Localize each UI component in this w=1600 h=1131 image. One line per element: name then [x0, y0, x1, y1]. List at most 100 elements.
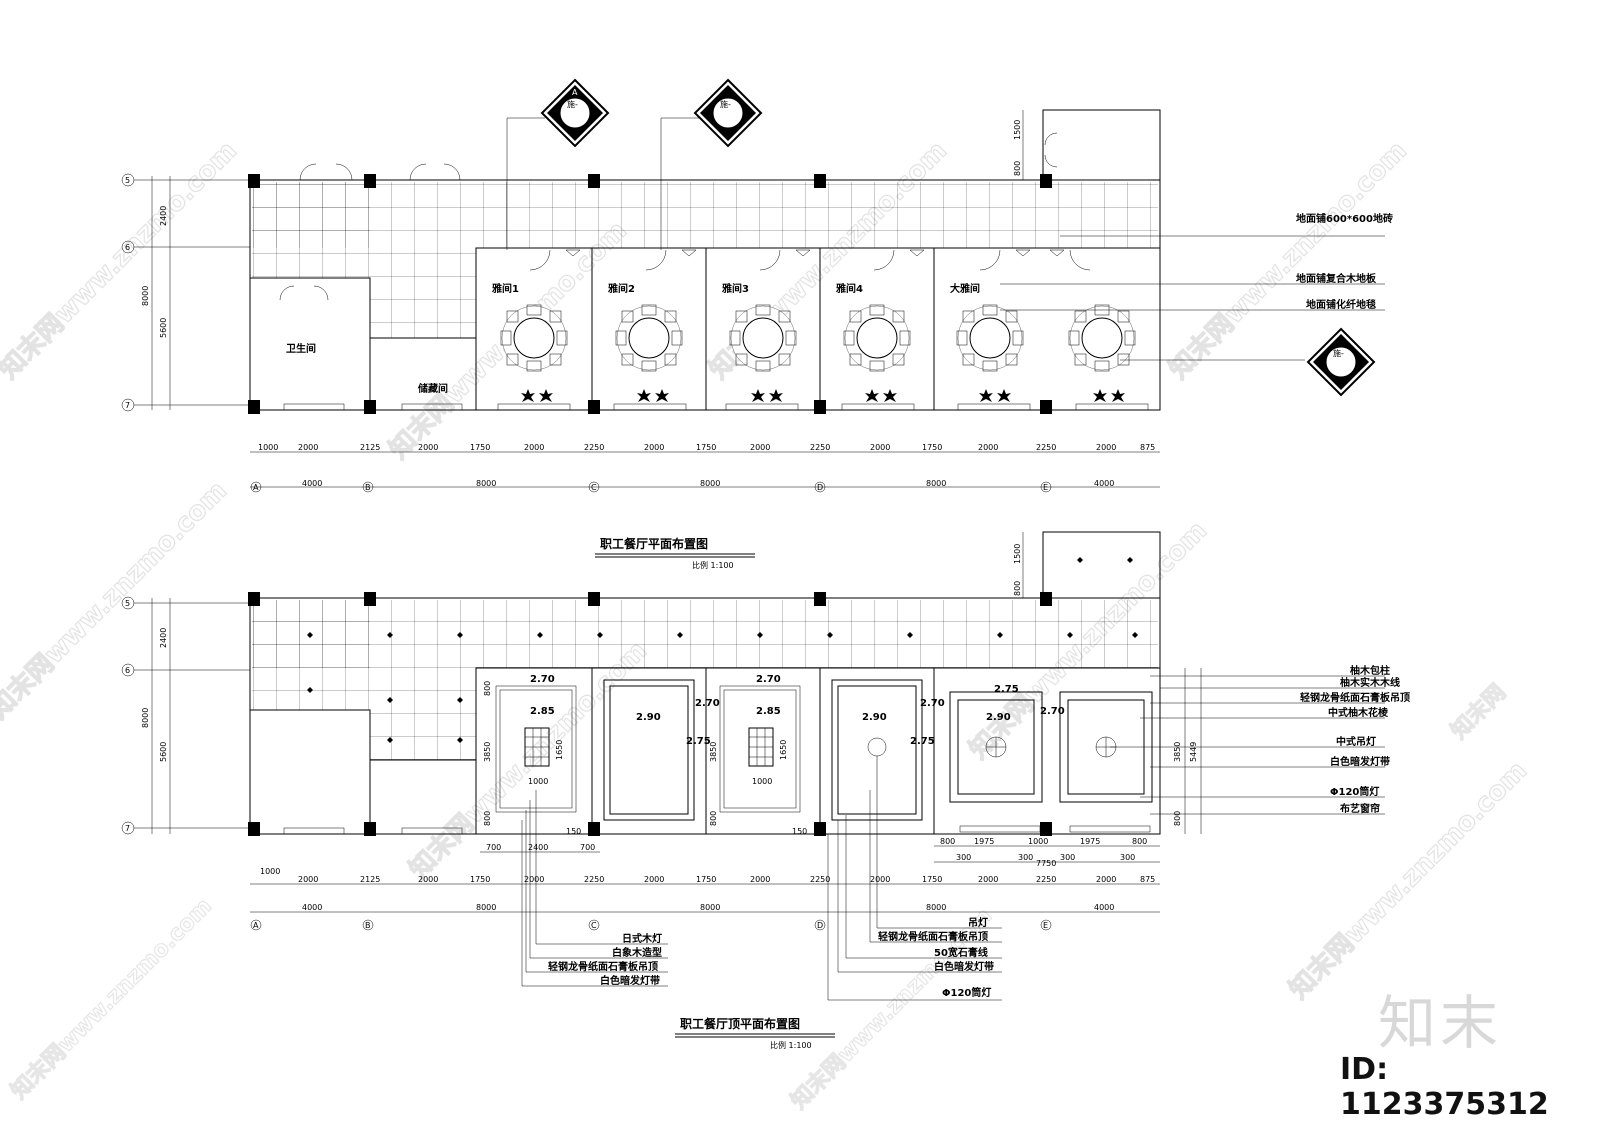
under-dim-right-1: 1975: [974, 837, 994, 846]
image-id-label: ID: 1123375312: [1340, 1052, 1549, 1122]
ceiling-height-10: 2.75: [910, 736, 935, 747]
dim-b-r2-1: 8000: [476, 903, 496, 912]
axis-col-d-b: D: [817, 921, 823, 930]
ceiling-height-9: 2.75: [686, 736, 711, 747]
dim-annex-1500-b: 1500: [1013, 544, 1022, 564]
callout-led-strip-2: 白色暗发灯带: [600, 974, 660, 987]
dim-left-2400: 2400: [159, 206, 168, 226]
plan-top-title: 职工餐厅平面布置图: [600, 536, 708, 551]
plan-bottom-title: 职工餐厅顶平面布置图: [680, 1016, 800, 1031]
ceiling-height-12: 2.90: [986, 712, 1011, 723]
dim-b-r1-13: 2000: [978, 875, 998, 884]
axis-col-e: E: [1043, 483, 1048, 492]
dim-r1-4: 1750: [470, 443, 490, 452]
axis-row-6-b: 6: [125, 666, 130, 675]
ceiling-height-4: 2.70: [695, 698, 720, 709]
svg-text:知末网www.znzmo.com: 知末网www.znzmo.com: [1164, 136, 1413, 385]
plan-bottom-scale: 比例 1:100: [770, 1040, 812, 1050]
callout-teak-molding: 柚木实木木线: [1340, 676, 1400, 689]
inner-dim-13: 800: [1173, 811, 1182, 826]
inner-dim-0: 800: [483, 681, 492, 696]
inner-dim-6: 3850: [709, 742, 718, 762]
dim-b-r1-4: 1750: [470, 875, 490, 884]
axis-row-5-b: 5: [125, 599, 130, 608]
room-label-yajian3: 雅间3: [722, 282, 749, 295]
dim-r1-3: 2000: [418, 443, 438, 452]
under-dim-right-5: 300: [956, 853, 971, 862]
callout-chinese-lattice: 中式柚木花棱: [1328, 706, 1389, 719]
axis-col-d: D: [817, 483, 823, 492]
ceiling-height-13: 2.70: [1040, 706, 1065, 717]
inner-dim-1: 3850: [483, 742, 492, 762]
callout-wood-shape: 白象木造型: [612, 946, 662, 959]
dim-b-r2-2: 8000: [700, 903, 720, 912]
plan-top-scale: 比例 1:100: [692, 560, 734, 570]
axis-row-7: 7: [125, 401, 130, 410]
dim-b-r1-8: 1750: [696, 875, 716, 884]
dim-b-r1-15: 2000: [1096, 875, 1116, 884]
dim-b-r2-3: 8000: [926, 903, 946, 912]
dim-b-r2-4: 4000: [1094, 903, 1114, 912]
dim-r1-7: 2000: [644, 443, 664, 452]
ceiling-height-7: 2.90: [862, 712, 887, 723]
dim-b-r1-6: 2250: [584, 875, 604, 884]
dim-r1-16: 875: [1140, 443, 1155, 452]
callout-japanese-lamp: 日式木灯: [622, 932, 662, 945]
under-dim-right-4: 800: [1132, 837, 1147, 846]
room-label-storage: 储藏间: [417, 382, 448, 395]
callout-teak-column: 柚木包柱: [1350, 664, 1390, 677]
callout-gypsum-ceiling-2: 轻钢龙骨纸面石膏板吊顶: [548, 960, 658, 973]
index-symbol-3: 施-: [1306, 327, 1376, 397]
callout-curtain: 布艺窗帘: [1340, 802, 1380, 815]
dim-r1-2: 2125: [360, 443, 380, 452]
dim-b-r1-16: 875: [1140, 875, 1155, 884]
inner-dim-5: 150: [566, 827, 581, 836]
dim-b-r1-1: 2000: [298, 875, 318, 884]
symbol-center-text: 施-: [567, 99, 578, 109]
axis-row-5: 5: [125, 176, 130, 185]
ceiling-height-1: 2.70: [530, 674, 555, 685]
room-label-dayajian: 大雅间: [950, 282, 980, 295]
dim-r1-9: 2000: [750, 443, 770, 452]
dim-left-8000-b: 8000: [141, 708, 150, 728]
dim-b-r2-0: 4000: [302, 903, 322, 912]
inner-dim-3: 1000: [528, 777, 548, 786]
watermark-logo: 知末: [1378, 989, 1503, 1057]
dim-b-r1-7: 2000: [644, 875, 664, 884]
dim-left-5600: 5600: [159, 318, 168, 338]
svg-text:知末网www.znzmo.com: 知末网www.znzmo.com: [0, 476, 233, 725]
inner-dim-7: 1650: [779, 740, 788, 760]
inner-dim-4: 800: [483, 811, 492, 826]
dim-r2-3: 8000: [926, 479, 946, 488]
axis-col-a-b: A: [253, 921, 259, 930]
ceiling-height-3: 2.90: [636, 712, 661, 723]
room-label-toilet: 卫生间: [286, 342, 316, 355]
index-symbol-1: A 施-: [540, 78, 610, 148]
index-symbol-2: 施-: [693, 78, 763, 148]
under-dim-left-2: 700: [580, 843, 595, 852]
dim-r1-1: 2000: [298, 443, 318, 452]
axis-row-7-b: 7: [125, 824, 130, 833]
under-dim-right-8: 300: [1060, 853, 1075, 862]
dim-b-r1-12: 1750: [922, 875, 942, 884]
dim-r1-12: 1750: [922, 443, 942, 452]
callout-led-strip: 白色暗发灯带: [1330, 755, 1390, 768]
symbol-letter-a: A: [572, 88, 578, 97]
dim-annex-800-b: 800: [1013, 581, 1022, 596]
dim-left-5600-b: 5600: [159, 742, 168, 762]
callout-led-strip-3: 白色暗发灯带: [934, 960, 994, 973]
svg-text:知末网www.znzmo.com: 知末网www.znzmo.com: [0, 136, 243, 385]
ceiling-height-8: 2.70: [920, 698, 945, 709]
callout-downlight: Φ120筒灯: [1330, 785, 1379, 798]
callout-chinese-chandelier: 中式吊灯: [1336, 735, 1376, 748]
dim-r2-2: 8000: [700, 479, 720, 488]
callout-gypsum-ceiling: 轻钢龙骨纸面石膏板吊顶: [1300, 691, 1410, 704]
dim-b-r1-11: 2000: [870, 875, 890, 884]
room-label-yajian4: 雅间4: [836, 282, 863, 295]
under-dim-left-0: 700: [486, 843, 501, 852]
axis-col-b: B: [365, 483, 371, 492]
dim-b-r1-14: 2250: [1036, 875, 1056, 884]
inner-dim-11: 3850: [1173, 742, 1182, 762]
axis-col-e-b: E: [1043, 921, 1048, 930]
